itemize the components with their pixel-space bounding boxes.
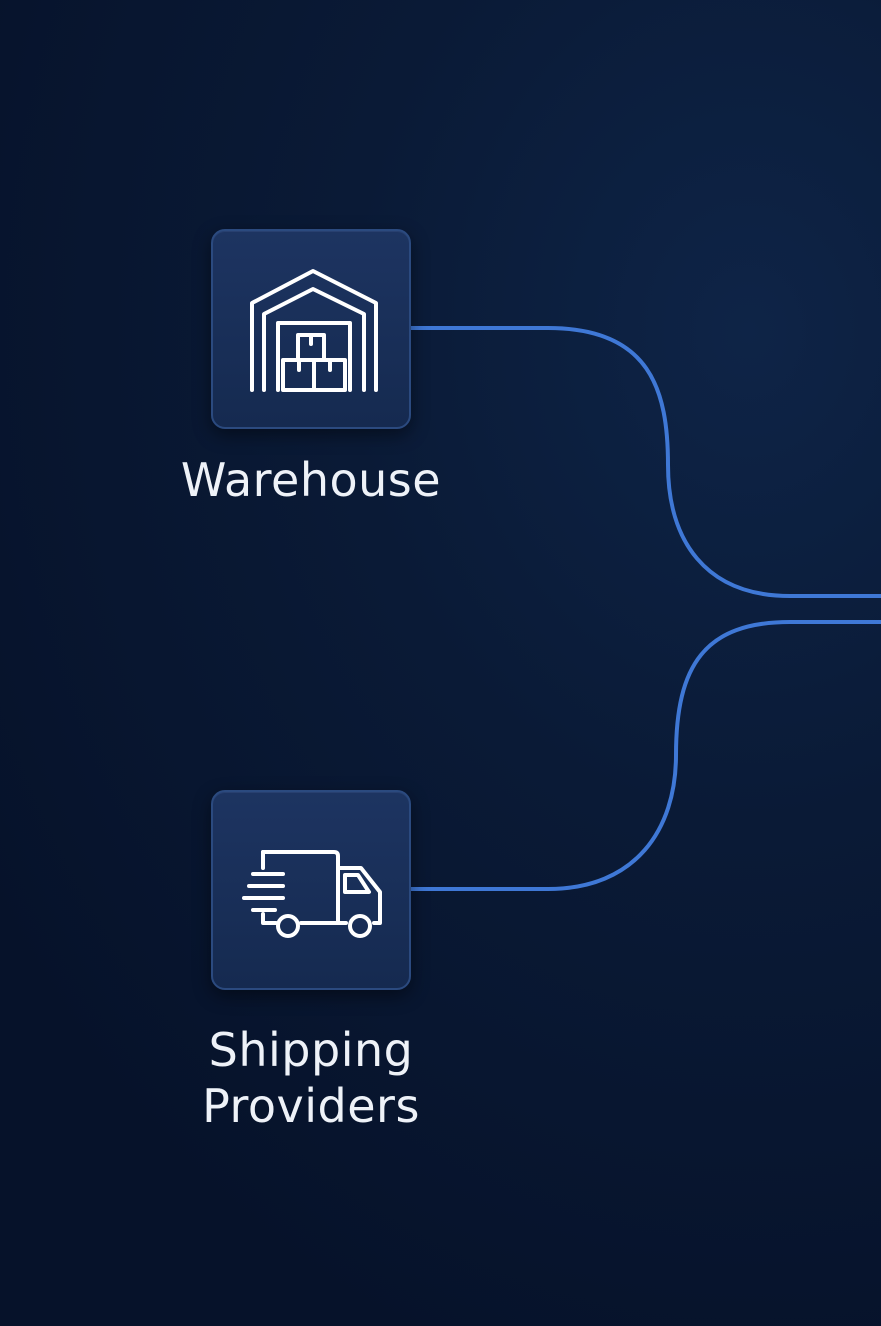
- shipping-providers-node[interactable]: [211, 790, 411, 990]
- shipping-connector: [409, 620, 881, 891]
- shipping-label-line2: Providers: [202, 1079, 420, 1133]
- delivery-truck-icon: [242, 850, 382, 938]
- warehouse-label: Warehouse: [180, 453, 442, 507]
- warehouse-node[interactable]: [211, 229, 411, 429]
- shipping-providers-label: Shipping Providers: [151, 1022, 471, 1134]
- warehouse-connector: [409, 326, 881, 598]
- shipping-label-line1: Shipping: [208, 1023, 414, 1077]
- warehouse-icon: [250, 269, 378, 392]
